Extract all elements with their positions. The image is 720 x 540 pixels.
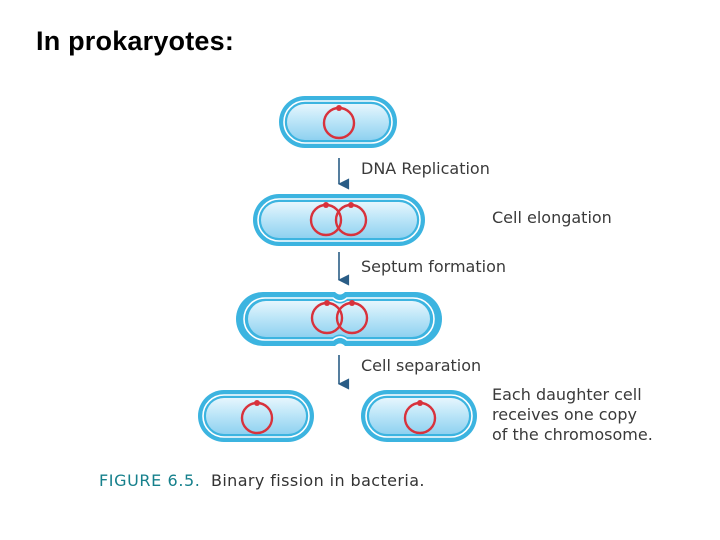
cell-stage-2 <box>253 194 425 246</box>
label-daughter-line1: Each daughter cell <box>492 385 642 404</box>
label-dna-replication: DNA Replication <box>361 159 490 178</box>
replication-origin <box>324 300 330 306</box>
label-cell-elongation: Cell elongation <box>492 208 612 227</box>
cell-stage-1 <box>279 96 397 148</box>
replication-origin <box>417 400 423 406</box>
daughter-cell-right <box>361 390 477 442</box>
replication-origin <box>336 105 342 111</box>
label-septum-formation: Septum formation <box>361 257 506 276</box>
replication-origin <box>348 202 354 208</box>
label-daughter-line3: of the chromosome. <box>492 425 653 444</box>
replication-origin <box>349 300 355 306</box>
replication-origin <box>254 400 260 406</box>
caption-figure-number: FIGURE 6.5. <box>99 471 200 490</box>
daughter-cell-left <box>198 390 314 442</box>
caption-text: Binary fission in bacteria. <box>211 471 425 490</box>
label-cell-separation: Cell separation <box>361 356 481 375</box>
label-daughter-line2: receives one copy <box>492 405 637 424</box>
replication-origin <box>323 202 329 208</box>
cell-stage-3 <box>236 292 442 346</box>
slide-title: In prokaryotes: <box>36 26 235 56</box>
figure-caption: FIGURE 6.5. Binary fission in bacteria. <box>99 471 425 490</box>
